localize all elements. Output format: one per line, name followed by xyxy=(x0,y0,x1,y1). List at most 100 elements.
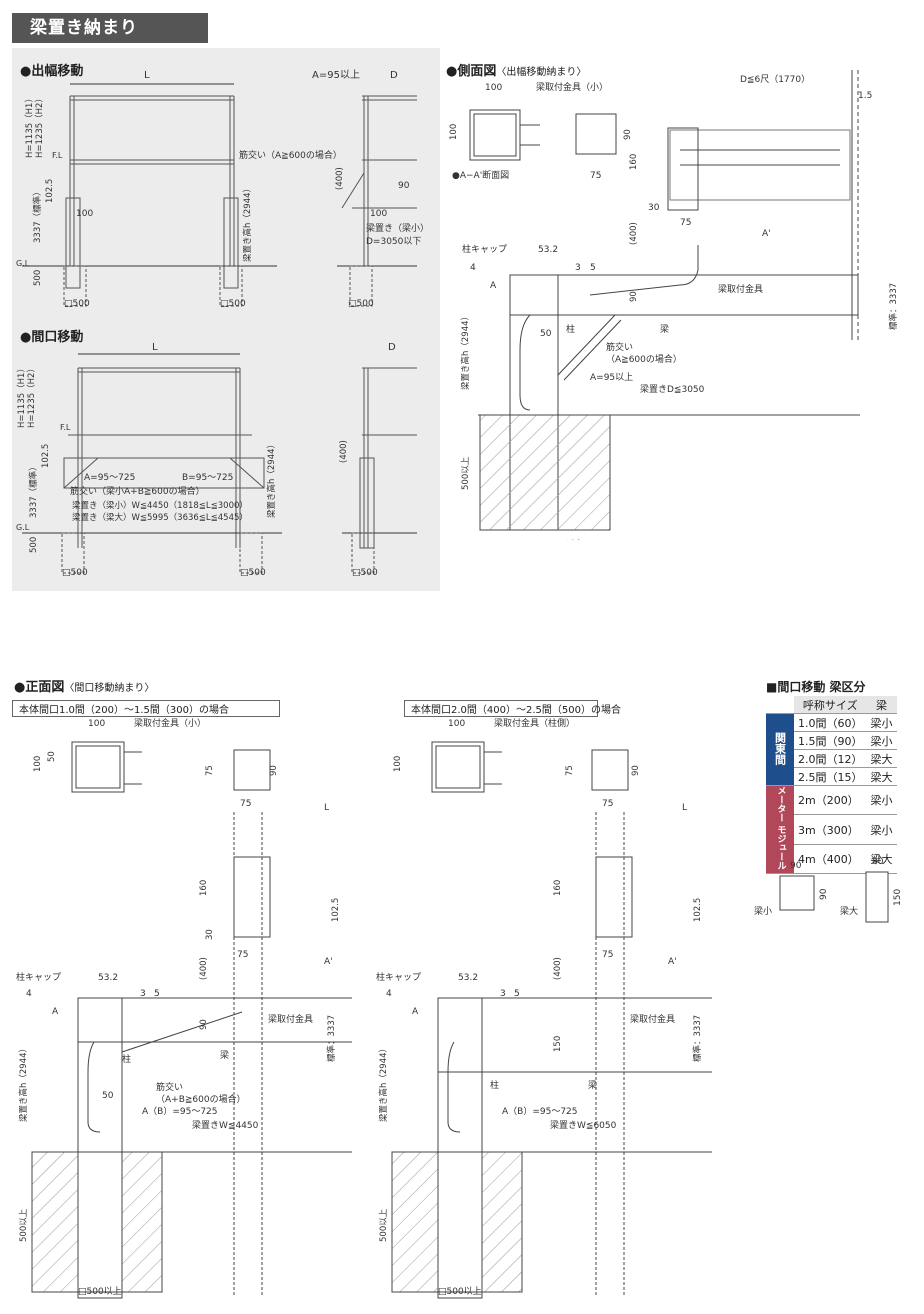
dim-400-fl: (400) xyxy=(199,957,209,980)
dim-3-2: 3 xyxy=(140,989,146,999)
dim-90-fl-v: 90 xyxy=(269,765,279,776)
ab95-right: A（B）=95〜725 xyxy=(502,1106,578,1117)
diagram-panel-left xyxy=(12,48,440,591)
post-label-2: 柱 xyxy=(122,1053,131,1065)
section-aa-label: ●A−A'断面図 xyxy=(452,169,509,181)
fitting-small-1: 梁取付金具（小） xyxy=(536,81,608,93)
dim-500up-fr: 500以上 xyxy=(379,1208,389,1242)
section-heading-frontage-move: ●間口移動 xyxy=(20,330,84,345)
dim-100-1: 100 xyxy=(76,209,93,219)
small-beam-note: 梁置き（梁小） xyxy=(366,222,429,234)
brace-2b: （A+B≧600の場合） xyxy=(156,1093,246,1105)
table-row: 関東間 1.0間（60）梁小 xyxy=(766,713,897,786)
beam-d-label: 梁置きD≦3050 xyxy=(640,383,705,395)
dim-50-1: 50 xyxy=(540,329,552,339)
section-heading-front-view: ●正面図〈間口移動納まり〉 xyxy=(14,680,155,695)
h2944-fl: 梁置き高h（2944） xyxy=(18,1044,29,1122)
fitting-small-2: 梁取付金具（小） xyxy=(134,717,206,729)
dim-100-fr-v: 100 xyxy=(393,756,403,772)
dim-3-3: 3 xyxy=(500,989,506,999)
dim-4-2: 4 xyxy=(26,989,32,999)
dim-102-5-fl: 102.5 xyxy=(331,898,341,922)
brace-ab-note: 筋交い（梁小A+B≧600の場合） xyxy=(70,485,205,497)
fl-label-1: F.L xyxy=(52,151,63,160)
h2944-1: 梁置き高h（2944） xyxy=(242,184,253,262)
d6-label: D≦6尺（1770） xyxy=(740,74,810,85)
dim-100-fl: 100 xyxy=(88,719,105,729)
dim-53-2-3: 53.2 xyxy=(458,973,478,983)
dim-L-1: L xyxy=(144,70,150,81)
page-title: 梁置き納まり xyxy=(12,13,208,43)
post-cap-1: 柱キャップ xyxy=(462,243,507,255)
table-row: 1.5間（90）梁小 xyxy=(766,731,897,750)
dim-100-2: 100 xyxy=(370,209,387,219)
mark-a-3: A xyxy=(412,1007,419,1017)
a95-side: A=95以上 xyxy=(590,372,633,383)
dim-75-fr: 75 xyxy=(602,799,613,809)
beam-label-1: 梁 xyxy=(660,323,669,335)
dim-30-side: 30 xyxy=(648,203,660,213)
width-move-frontage-move-drawings: L A=95以上 D F.L G.L 100 筋交い（A≧600の場合） 100… xyxy=(16,69,429,578)
dim-3-1: 3 xyxy=(575,263,581,273)
table-row: 3m（300）梁小 xyxy=(766,814,897,845)
sq500-3: □500 xyxy=(348,299,374,309)
h1-label-1: H=1135（H1） xyxy=(24,94,35,158)
w-large-note: 梁置き（梁大）W≦5995（3636≦L≦4545） xyxy=(72,512,248,523)
dim-D-2: D xyxy=(388,342,396,353)
beam-sections: 90 梁小 80 梁大 90 150 xyxy=(754,857,903,923)
fitting-post: 梁取付金具（柱側） xyxy=(494,717,575,729)
dim-53-2-2: 53.2 xyxy=(98,973,118,983)
fl-label-2: F.L xyxy=(60,423,71,432)
front-case-left: 本体間口1.0間（200）〜1.5間（300）の場合 xyxy=(12,700,280,717)
dim-50-2: 50 xyxy=(102,1091,114,1101)
table-row: 2.5間（15）梁大 xyxy=(766,767,897,786)
sq500-4: □500 xyxy=(62,568,88,578)
dim-100-fl-v: 100 xyxy=(33,756,43,772)
mark-a-prime-2: A' xyxy=(324,957,333,967)
dim-L-fr: L xyxy=(682,803,687,813)
dim-100-aa: 100 xyxy=(485,83,502,93)
sq500-1: □500 xyxy=(64,299,90,309)
mark-a-1: A xyxy=(490,281,497,291)
dim-160-side: 160 xyxy=(629,154,639,170)
w6050: 梁置きW≦6050 xyxy=(550,1119,617,1131)
beam-label-2: 梁 xyxy=(220,1049,229,1061)
h2-label-2: H=1235（H2） xyxy=(26,364,37,428)
dim-53-2-1: 53.2 xyxy=(538,245,558,255)
dim-90-1: 90 xyxy=(398,181,410,191)
front-case-right: 本体間口2.0間（400）〜2.5間（500）の場合 xyxy=(404,700,621,717)
b95-725: B=95〜725 xyxy=(182,473,233,483)
dim-3337-2: 3337（標準） xyxy=(28,462,39,518)
post-label-1: 柱 xyxy=(566,323,575,335)
dim-5-3: 5 xyxy=(514,989,520,999)
post-label-3: 柱 xyxy=(490,1079,499,1091)
dim-5-1: 5 xyxy=(590,263,596,273)
std3337-fr: 標準：3337 xyxy=(692,1015,703,1062)
sq500up-2: □500以上 xyxy=(78,1286,122,1297)
dim-400-side: (400) xyxy=(629,222,639,245)
section-heading-side-view: ●側面図〈出幅移動納まり〉 xyxy=(446,64,587,79)
dim-400p-2: (400) xyxy=(339,440,349,463)
dim-500-1: 500 xyxy=(33,270,43,286)
dim-500up-fl: 500以上 xyxy=(19,1208,29,1242)
dim-102-5-2: 102.5 xyxy=(41,444,51,468)
dim-75-fr-v: 75 xyxy=(565,765,575,776)
dim-100-fr: 100 xyxy=(448,719,465,729)
w-small-note: 梁置き（梁小）W≦4450（1818≦L≦3000） xyxy=(72,500,248,511)
dim-100-aa-v: 100 xyxy=(449,124,459,140)
dim-75-aa: 75 xyxy=(590,171,601,181)
dim-L-fl: L xyxy=(324,803,329,813)
dim-160-fr: 160 xyxy=(553,880,563,896)
dim-160-fl: 160 xyxy=(199,880,209,896)
dim-500-2: 500 xyxy=(29,537,39,553)
brace-1b: （A≧600の場合） xyxy=(606,353,682,365)
ab95-left: A（B）=95〜725 xyxy=(142,1106,218,1117)
beam-table-header-size: 呼称サイズ xyxy=(794,696,867,714)
col-fitting-1: 梁取付金具 xyxy=(718,283,763,295)
mark-a-prime-1: A' xyxy=(762,229,771,239)
h2944-side: 梁置き高h（2944） xyxy=(460,312,471,390)
post-cap-3: 柱キャップ xyxy=(376,971,421,983)
dim-90-fl2: 90 xyxy=(199,1019,209,1030)
group-kanto: 関東間 xyxy=(766,713,794,786)
h2-label-1: H=1235（H2） xyxy=(34,94,45,158)
